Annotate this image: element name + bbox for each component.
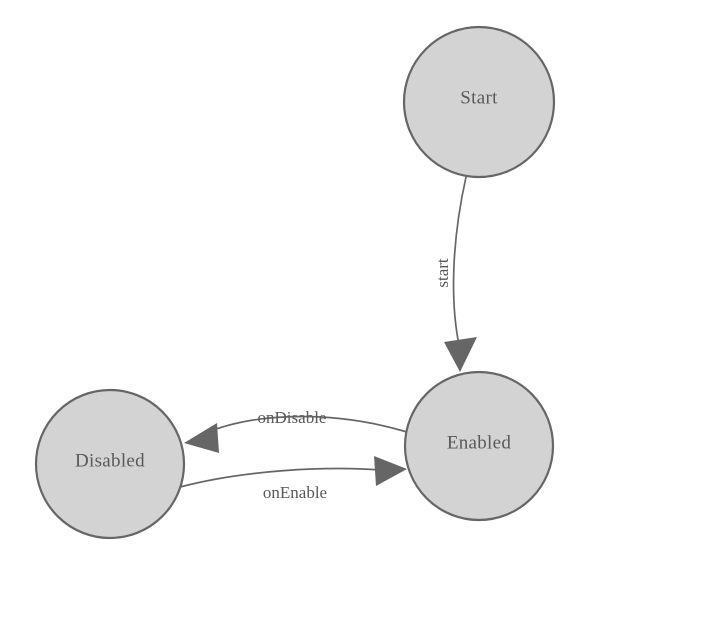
edge-label-start: start — [433, 258, 452, 288]
node-disabled-circle — [34, 388, 186, 540]
arrowhead-into-disabled — [184, 423, 219, 453]
node-enabled[interactable]: Enabled — [403, 370, 555, 522]
node-start-circle — [402, 25, 556, 179]
node-start[interactable]: Start — [402, 25, 556, 179]
node-enabled-circle — [403, 370, 555, 522]
node-enabled-label: Enabled — [447, 432, 512, 453]
node-start-label: Start — [460, 87, 498, 108]
node-disabled-label: Disabled — [75, 450, 145, 471]
edge-start-to-enabled-path — [452, 176, 467, 346]
arrowhead-into-enabled-side — [374, 456, 407, 486]
edge-enabled-to-disabled[interactable]: onDisable — [184, 408, 408, 453]
node-disabled[interactable]: Disabled — [34, 388, 186, 540]
edge-disabled-to-enabled[interactable]: onEnable — [179, 456, 407, 502]
edge-label-on-disable: onDisable — [258, 408, 327, 427]
edge-disabled-to-enabled-path — [179, 467, 382, 488]
edge-label-on-enable: onEnable — [263, 483, 327, 502]
edge-enabled-to-disabled-path — [202, 415, 408, 435]
edge-start-to-enabled[interactable]: start — [433, 176, 477, 372]
arrowhead-into-enabled-top — [444, 337, 477, 372]
